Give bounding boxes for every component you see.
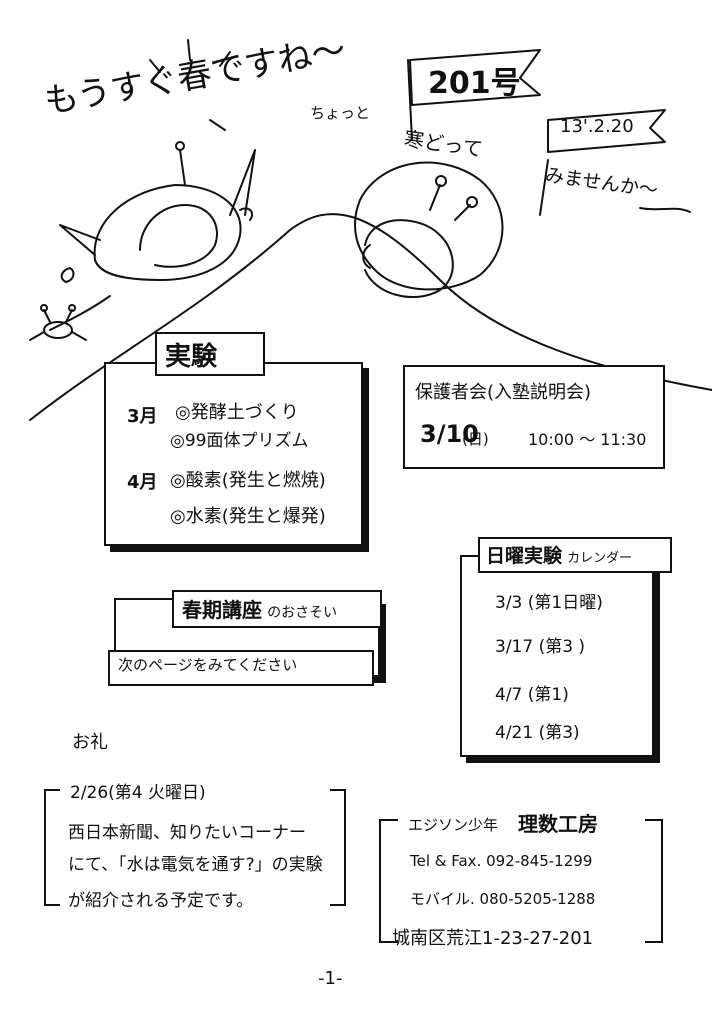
sunday-calendar-title-text: 日曜実験 xyxy=(486,545,563,567)
sunday-calendar-box xyxy=(460,555,654,757)
experiments-month-4: 4月 xyxy=(127,472,158,493)
parents-meeting-day: (日) xyxy=(462,430,489,448)
thanks-label: お礼 xyxy=(72,732,108,753)
creature-left-icon xyxy=(59,141,256,283)
thanks-line: が紹介される予定です。 xyxy=(68,891,254,911)
spring-course-note: 次のページをみてください xyxy=(108,650,374,686)
experiments-title: 実験 xyxy=(155,332,265,376)
contact-mobile: モバイル. 080-5205-1288 xyxy=(410,890,596,908)
sunday-calendar-item: 4/21 (第3) xyxy=(495,723,580,743)
contact-address: 城南区荒江1-23-27-201 xyxy=(392,928,594,949)
page-number: -1- xyxy=(318,968,343,989)
flag-icon xyxy=(407,49,666,216)
experiments-item: ◎酸素(発生と燃焼) xyxy=(170,470,326,491)
spring-course-title: 春期講座 のおさそい xyxy=(172,590,382,628)
sunday-calendar-item: 4/7 (第1) xyxy=(495,685,569,705)
experiments-item: ◎99面体プリズム xyxy=(170,431,309,451)
issue-number: 201号 xyxy=(428,66,521,101)
parents-meeting-title: 保護者会(入塾説明会) xyxy=(415,382,592,403)
creature-right-icon xyxy=(354,161,504,299)
sunday-calendar-title: 日曜実験 カレンダー xyxy=(478,537,672,573)
spring-course-note-text: 次のページをみてください xyxy=(118,656,298,674)
experiments-title-text: 実験 xyxy=(165,342,218,372)
contact-tel: Tel & Fax. 092-845-1299 xyxy=(410,852,593,870)
crab-icon xyxy=(29,304,87,341)
thanks-line: にて、「水は電気を通す?」の実験 xyxy=(68,855,323,875)
sunday-calendar-item: 3/17 (第3 ) xyxy=(495,637,586,657)
experiments-box xyxy=(104,362,363,546)
issue-date: 13'.2.20 xyxy=(560,116,634,137)
contact-org-name: 理数工房 xyxy=(518,812,598,836)
experiments-month-3: 3月 xyxy=(127,406,158,427)
parents-meeting-date: 3/10 xyxy=(420,420,479,448)
thanks-date: 2/26(第4 火曜日) xyxy=(70,783,206,803)
spring-course-title-suffix: のおさそい xyxy=(267,605,338,621)
thanks-line: 西日本新聞、知りたいコーナー xyxy=(68,823,306,843)
experiments-item: ◎発酵土づくり xyxy=(175,402,299,423)
parents-meeting-time: 10:00 ～ 11:30 xyxy=(528,430,647,449)
hill-line xyxy=(29,213,712,421)
spring-course-title-text: 春期講座 xyxy=(182,598,262,622)
experiments-item: ◎水素(発生と爆発) xyxy=(170,506,326,527)
contact-org: エジソン少年 xyxy=(408,816,499,834)
sunday-calendar-title-suffix: カレンダー xyxy=(567,551,633,566)
header-subtitle: ちょっと xyxy=(310,104,371,122)
parents-meeting-box xyxy=(403,365,665,469)
sunday-calendar-item: 3/3 (第1日曜) xyxy=(495,593,603,613)
